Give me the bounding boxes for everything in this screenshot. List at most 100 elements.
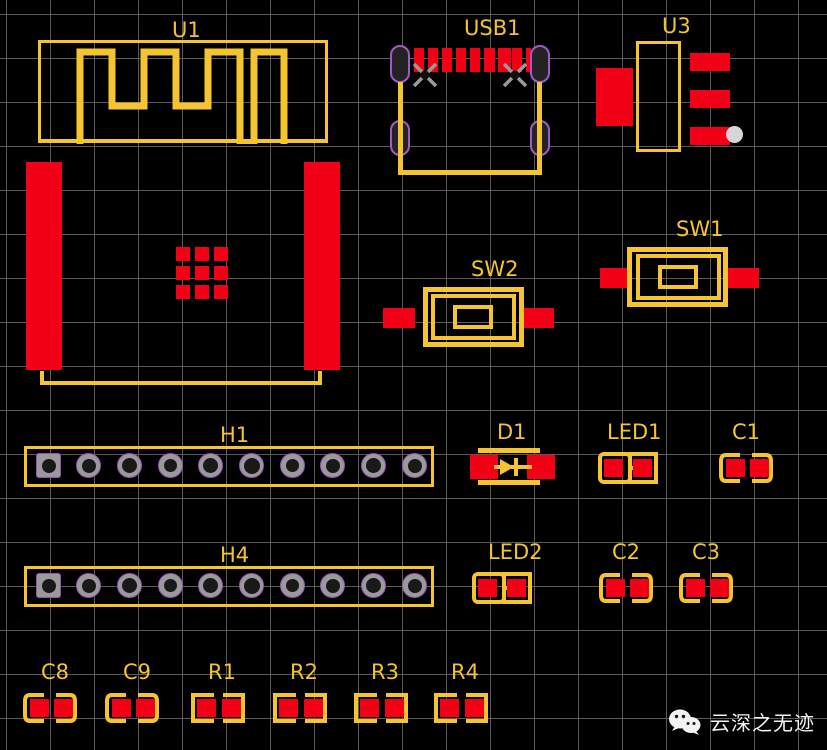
component-c8-label: C8 (41, 660, 70, 684)
sw2-outline-outer (423, 287, 524, 347)
component-h4[interactable]: H4 (10, 545, 450, 615)
component-h4-label: H4 (220, 543, 250, 567)
c3-pad-2 (710, 579, 729, 597)
watermark: 云深之无迹 (668, 707, 815, 736)
sw2-outline-button (453, 305, 493, 329)
component-c2[interactable]: C2 (598, 542, 668, 612)
component-d1-label: D1 (497, 420, 527, 444)
r3-pad-1 (360, 699, 379, 717)
component-c3[interactable]: C3 (678, 542, 748, 612)
d1-diode-symbol-icon (494, 458, 532, 476)
u3-pin1-marker-icon (726, 126, 743, 143)
component-u1-label: U1 (172, 18, 201, 42)
u3-body-outline (636, 41, 681, 152)
component-u3-label: U3 (662, 14, 691, 38)
c2-pad-1 (606, 579, 625, 597)
component-usb1[interactable]: USB1 (380, 10, 580, 190)
r4-outline (434, 693, 488, 723)
u3-tab-pad (596, 68, 633, 126)
u3-pad-3 (690, 127, 730, 145)
sw1-outline-middle (636, 254, 721, 300)
component-u3[interactable]: U3 (580, 10, 780, 165)
component-r3[interactable]: R3 (353, 662, 423, 732)
watermark-text: 云深之无迹 (710, 711, 815, 735)
component-sw2-label: SW2 (471, 257, 519, 281)
c9-pad-2 (136, 699, 155, 717)
sw1-outline-button (658, 265, 698, 289)
c1-pad-2 (750, 459, 769, 477)
component-c1[interactable]: C1 (718, 422, 788, 492)
d1-silk-top (478, 448, 540, 453)
c9-pad-1 (112, 699, 131, 717)
component-c2-label: C2 (612, 540, 641, 564)
led2-pad-1 (478, 579, 497, 597)
h1-outline (24, 446, 434, 487)
component-led2-label: LED2 (488, 540, 543, 564)
r1-outline (191, 693, 245, 723)
c2-outline (599, 573, 653, 603)
component-c1-label: C1 (732, 420, 761, 444)
usb1-silk-bottom (398, 170, 542, 175)
component-h1[interactable]: H1 (10, 425, 450, 495)
r3-pad-2 (385, 699, 404, 717)
c8-pad-1 (30, 699, 49, 717)
component-d1[interactable]: D1 (470, 422, 560, 492)
d1-pad-anode (470, 455, 498, 479)
sw1-outline-outer (627, 247, 728, 307)
component-r1[interactable]: R1 (190, 662, 260, 732)
r4-pad-2 (465, 699, 484, 717)
component-c8[interactable]: C8 (22, 662, 92, 732)
usb1-silk-left (398, 82, 403, 174)
wechat-icon (669, 709, 701, 735)
h4-outline (24, 566, 434, 607)
component-c9-label: C9 (123, 660, 152, 684)
component-c9[interactable]: C9 (104, 662, 174, 732)
component-sw2[interactable]: SW2 (380, 255, 565, 365)
u1-silk-bracket-left (40, 371, 44, 385)
usb1-mount-hole-top-left (390, 45, 410, 83)
u1-body-bottom-edge (38, 139, 328, 143)
u1-antenna-trace (76, 48, 288, 144)
r2-pad-2 (304, 699, 323, 717)
r3-outline (354, 693, 408, 723)
c8-pad-2 (54, 699, 73, 717)
c2-pad-2 (630, 579, 649, 597)
d1-silk-bottom (478, 480, 540, 485)
component-c3-label: C3 (692, 540, 721, 564)
u3-pad-1 (690, 53, 730, 71)
c8-outline (23, 693, 77, 723)
u3-pad-2 (690, 90, 730, 108)
led1-outline (598, 452, 658, 484)
c3-pad-1 (686, 579, 705, 597)
component-h1-label: H1 (220, 423, 250, 447)
component-r2[interactable]: R2 (272, 662, 342, 732)
led1-pad-2 (633, 459, 652, 477)
usb1-fiducial-left-icon (412, 62, 438, 88)
component-sw1[interactable]: SW1 (600, 215, 785, 325)
r1-pad-1 (197, 699, 216, 717)
r2-pad-1 (279, 699, 298, 717)
sw1-pad-left (600, 268, 630, 288)
sw2-pad-right (520, 308, 554, 328)
sw2-pad-left (383, 308, 415, 328)
component-r4-label: R4 (451, 660, 479, 684)
led1-pad-1 (604, 459, 623, 477)
u1-body-outline (38, 40, 328, 142)
c1-outline (719, 453, 773, 483)
u1-silk-bracket-bottom (40, 381, 322, 385)
component-r1-label: R1 (208, 660, 236, 684)
component-r2-label: R2 (290, 660, 318, 684)
component-led1-label: LED1 (607, 420, 662, 444)
usb1-fiducial-right-icon (502, 62, 528, 88)
sw1-pad-right (725, 268, 759, 288)
component-led1[interactable]: LED1 (598, 422, 694, 492)
u1-silk-bracket-right (318, 371, 322, 385)
c9-outline (105, 693, 159, 723)
component-usb1-label: USB1 (464, 16, 521, 40)
component-u1[interactable]: U1 (0, 14, 360, 385)
component-r4[interactable]: R4 (433, 662, 503, 732)
component-r3-label: R3 (371, 660, 399, 684)
c3-outline (679, 573, 733, 603)
component-led2[interactable]: LED2 (464, 542, 560, 612)
